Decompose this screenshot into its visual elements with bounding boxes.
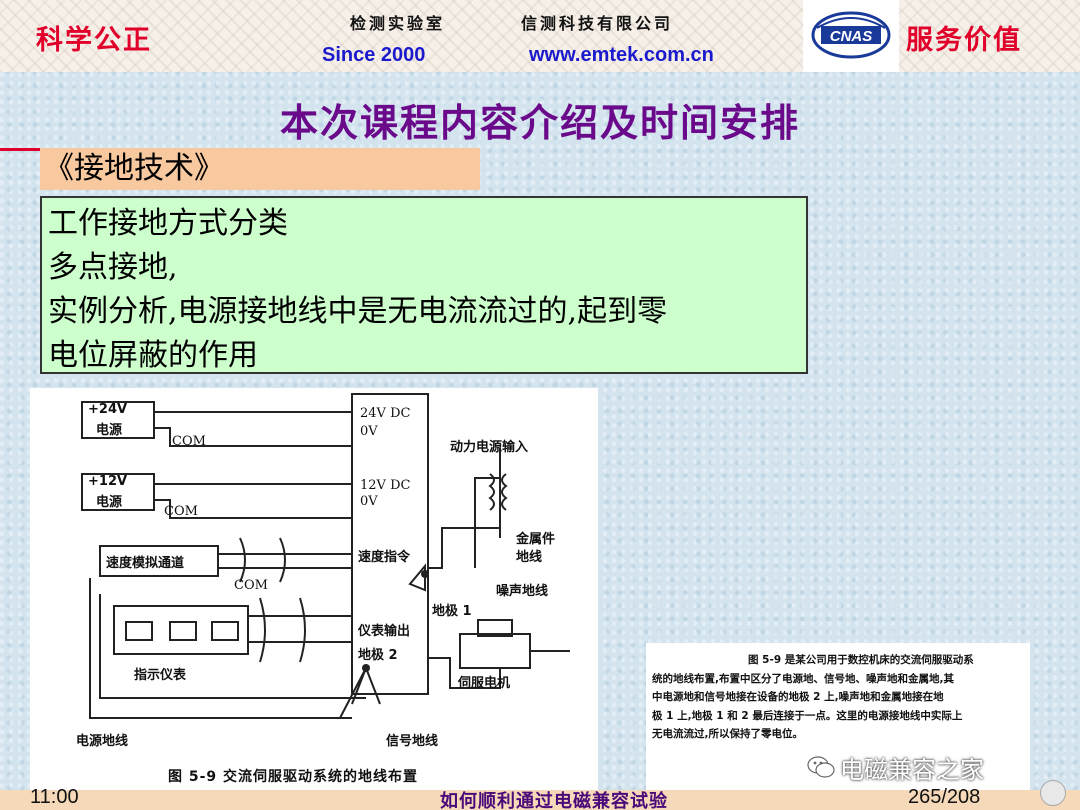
header-banner: 科学公正 检测实验室 信测科技有限公司 Since 2000 www.emtek… xyxy=(0,0,1080,72)
label-com-2: COM xyxy=(164,504,198,519)
content-box: 工作接地方式分类 多点接地, 实例分析,电源接地线中是无电流流过的,起到零 电位… xyxy=(40,196,808,374)
label-power-ground: 电源地线 xyxy=(76,734,129,749)
label-24v-source: 电源 xyxy=(96,423,123,438)
label-metal-part: 金属件 xyxy=(516,532,556,547)
label-24v-dc: 24V DC xyxy=(360,406,411,421)
label-servo-motor: 伺服电机 xyxy=(458,676,511,691)
cnas-logo-text: CNAS xyxy=(830,28,873,45)
nav-circle-icon[interactable] xyxy=(1040,780,1066,806)
section-tag: 《接地技术》 xyxy=(40,148,480,190)
label-12v-dc: 12V DC xyxy=(360,478,411,493)
label-0v-1: 0V xyxy=(360,424,378,439)
label-ground-2: 地极 2 xyxy=(358,648,398,663)
label-speed-channel: 速度模拟通道 xyxy=(106,556,185,571)
accent-line xyxy=(0,148,46,151)
label-signal-ground: 信号地线 xyxy=(386,734,439,749)
figure-caption: 图 5-9 交流伺服驱动系统的地线布置 xyxy=(168,769,419,785)
content-line-4: 电位屏蔽的作用 xyxy=(48,338,258,373)
note-line-4: 极 1 上,地极 1 和 2 最后连接于一点。这里的电源接地线中实际上 xyxy=(652,709,963,722)
label-speed-command: 速度指令 xyxy=(358,550,411,565)
website-link[interactable]: www.emtek.com.cn xyxy=(529,44,714,66)
label-noise-ground: 噪声地线 xyxy=(496,584,549,599)
label-metal-ground: 地线 xyxy=(516,550,543,565)
footer-time: 11:00 xyxy=(30,786,79,808)
cnas-logo: CNAS xyxy=(811,11,891,59)
content-line-1: 工作接地方式分类 xyxy=(48,206,288,241)
label-12v-source: 电源 xyxy=(96,495,123,510)
label-24v: +24V xyxy=(88,402,128,417)
content-line-3: 实例分析,电源接地线中是无电流流过的,起到零 xyxy=(48,294,668,329)
label-meter-output: 仪表输出 xyxy=(358,624,411,639)
watermark-text: 电磁兼容之家 xyxy=(840,756,984,784)
lab-name: 检测实验室 xyxy=(350,14,446,33)
label-ground-1: 地极 1 xyxy=(432,604,472,619)
label-com-3: COM xyxy=(234,578,268,593)
label-com-1: COM xyxy=(172,434,206,449)
label-0v-2: 0V xyxy=(360,494,378,509)
figure-note: 图 5-9 是某公司用于数控机床的交流伺服驱动系 统的地线布置,布置中区分了电源… xyxy=(646,643,1030,793)
company-name: 信测科技有限公司 xyxy=(521,14,674,33)
note-line-2: 统的地线布置,布置中区分了电源地、信号地、噪声地和金属地,其 xyxy=(652,672,954,685)
slide-title: 本次课程内容介绍及时间安排 xyxy=(279,101,800,145)
note-line-1: 图 5-9 是某公司用于数控机床的交流伺服驱动系 xyxy=(748,654,974,666)
slogan-left: 科学公正 xyxy=(36,25,152,56)
label-12v: +12V xyxy=(88,474,128,489)
since-text: Since 2000 xyxy=(322,44,426,66)
label-power-input: 动力电源输入 xyxy=(450,440,529,455)
wechat-icon xyxy=(807,756,835,778)
note-line-5: 无电流流过,所以保持了零电位。 xyxy=(652,728,803,740)
footer-page-number: 265/208 xyxy=(908,786,981,808)
grounding-diagram: +24V 电源 COM +12V 电源 COM 速度模拟通道 COM 24V D… xyxy=(30,388,598,791)
footer-bar xyxy=(0,790,1080,810)
diagram-lines xyxy=(81,393,570,719)
slogan-right: 服务价值 xyxy=(906,25,1022,56)
label-indicator: 指示仪表 xyxy=(134,668,187,683)
content-line-2: 多点接地, xyxy=(48,250,178,285)
note-line-3: 中电源地和信号地接在设备的地极 2 上,噪声地和金属地接在地 xyxy=(652,691,944,703)
footer-course: 如何顺利通过电磁兼容试验 xyxy=(440,791,668,810)
cnas-logo-box: CNAS xyxy=(803,0,899,72)
